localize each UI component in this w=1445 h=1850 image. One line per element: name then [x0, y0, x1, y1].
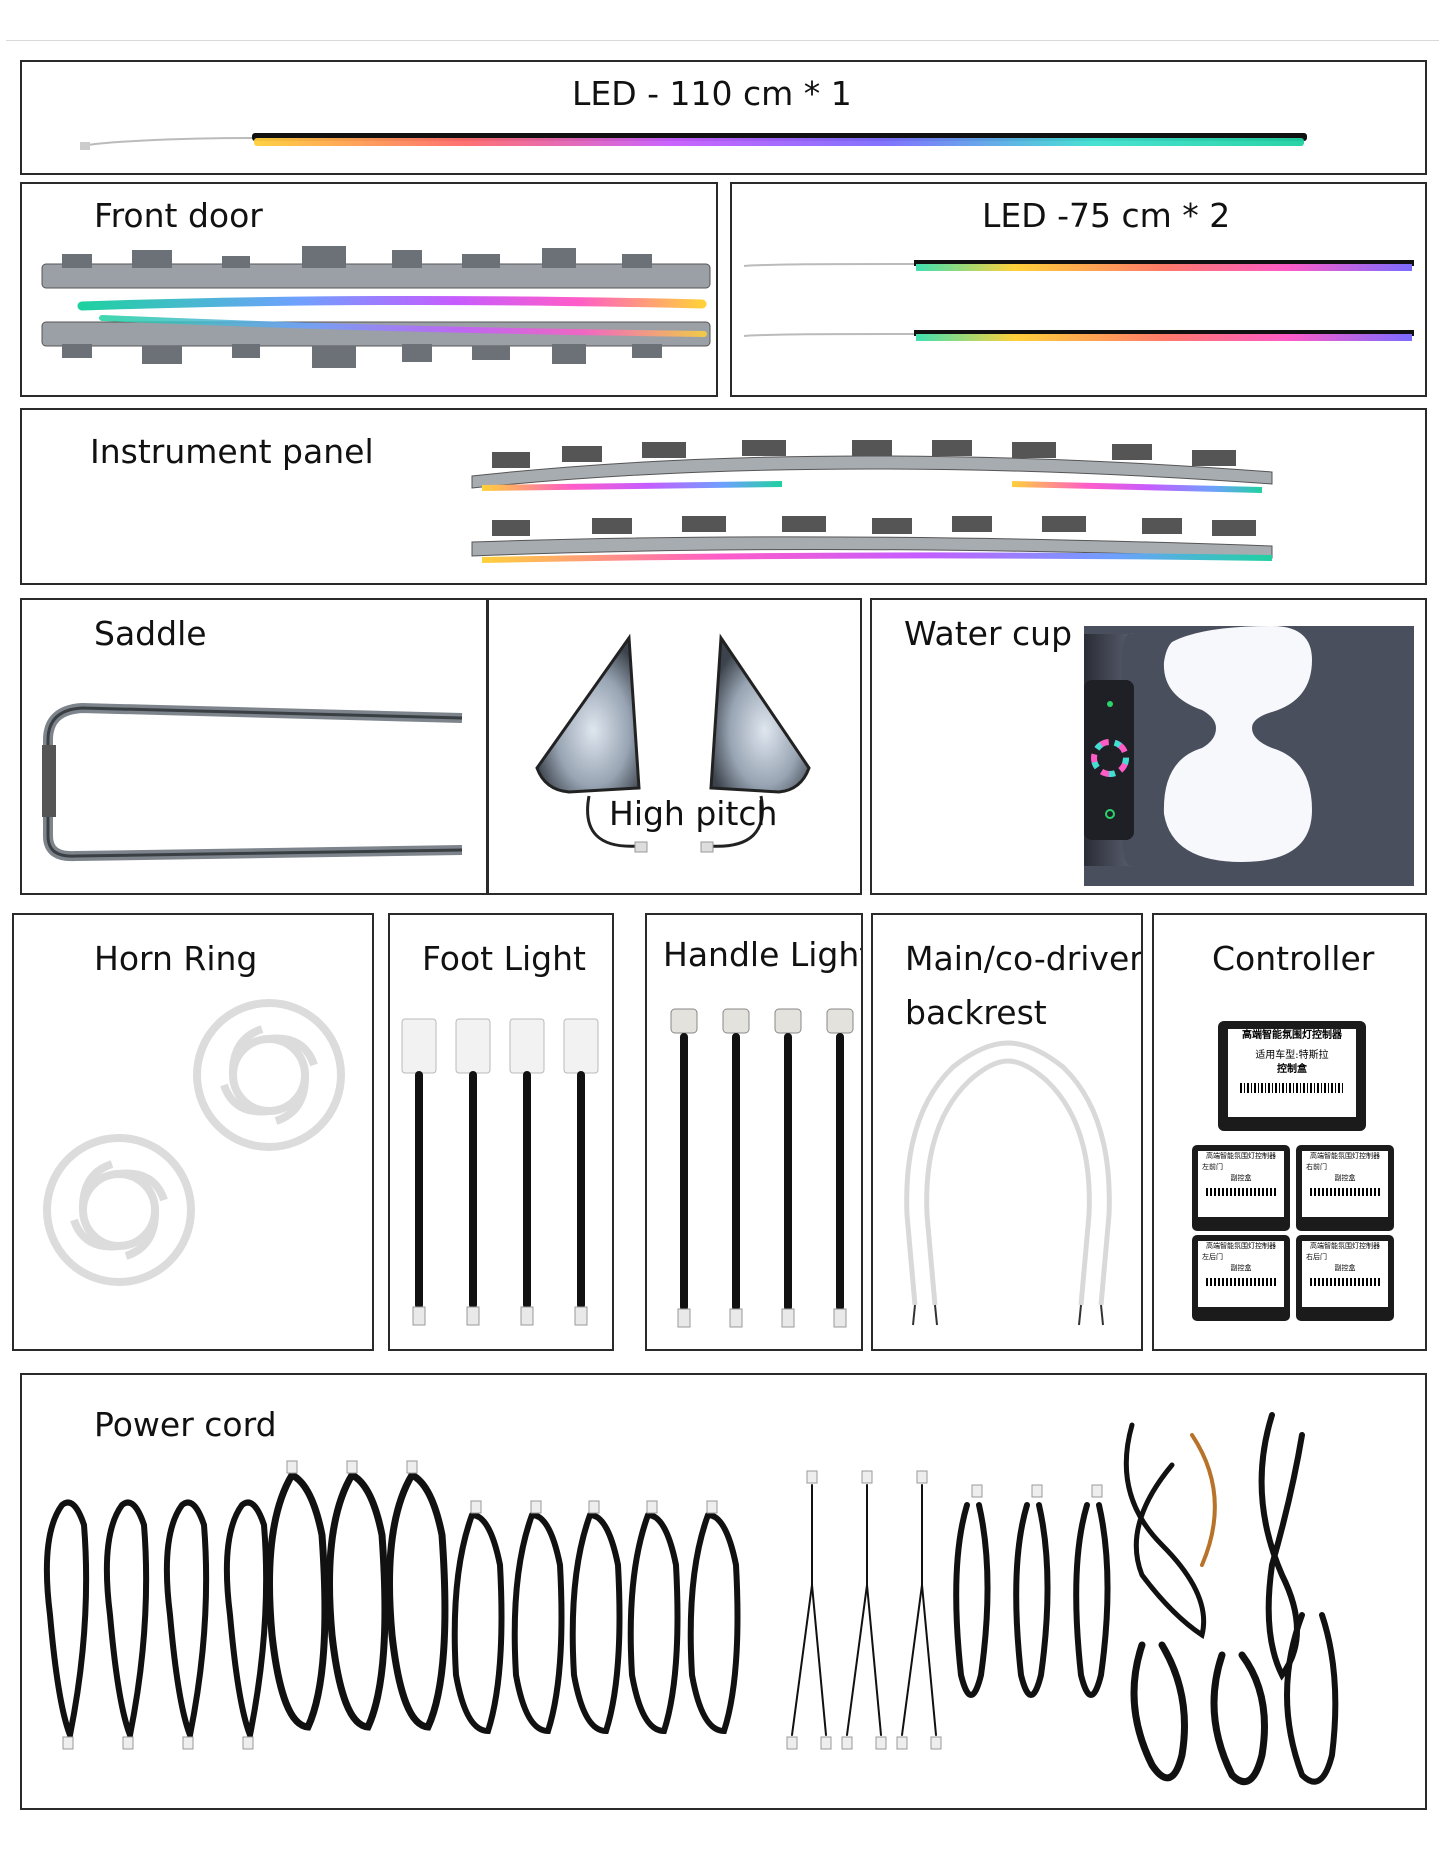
- panel-water-cup: Water cup: [870, 598, 1427, 895]
- power-cord-harnesses-image: [43, 1412, 1339, 1786]
- backrest-strip-image: [904, 1040, 1112, 1326]
- panel-title: Handle Light: [663, 935, 863, 974]
- panel-foot-light: Foot Light: [388, 913, 614, 1351]
- panel-title: LED - 110 cm * 1: [572, 74, 852, 113]
- panel-controller: Controller 高端智能氛围灯控制器 适用车型:特斯拉 控制盒 高端智能氛…: [1152, 913, 1427, 1351]
- foot-light-modules-image: [401, 1018, 599, 1326]
- label-line3: 副控盒: [1334, 1174, 1356, 1182]
- label-line1: 高端智能氛围灯控制器: [1206, 1152, 1276, 1160]
- panel-title: Water cup: [904, 614, 1073, 653]
- panel-led-110: LED - 110 cm * 1: [20, 60, 1427, 175]
- tweeter-speakers-image: [535, 633, 811, 853]
- panel-instrument: Instrument panel: [20, 408, 1427, 585]
- label-line2: 左前门: [1202, 1163, 1223, 1171]
- panel-title: Main/co-driver: [905, 939, 1143, 978]
- barcode: [1310, 1278, 1380, 1286]
- barcode: [1240, 1083, 1344, 1093]
- label-line2: 右后门: [1306, 1253, 1327, 1261]
- panel-title: Controller: [1212, 939, 1375, 978]
- label-line3: 副控盒: [1230, 1174, 1252, 1182]
- panel-title: LED -75 cm * 2: [982, 196, 1231, 235]
- sub-controller-box: 高端智能氛围灯控制器 左后门 副控盒: [1192, 1235, 1290, 1321]
- panel-power-cord: Power cord: [20, 1373, 1427, 1810]
- label-line3: 控制盒: [1277, 1064, 1307, 1075]
- panel-backrest: Main/co-driver backrest: [871, 913, 1143, 1351]
- top-divider: [6, 40, 1439, 41]
- sub-controller-box: 高端智能氛围灯控制器 左前门 副控盒: [1192, 1145, 1290, 1231]
- panel-front-door: Front door: [20, 182, 718, 397]
- panel-handle-light: Handle Light: [645, 913, 863, 1351]
- water-cup-holder-image: [1084, 626, 1414, 886]
- panel-title: Instrument panel: [90, 432, 374, 471]
- label-line2: 适用车型:特斯拉: [1255, 1050, 1329, 1061]
- label-line1: 高端智能氛围灯控制器: [1310, 1242, 1380, 1250]
- label-line1: 高端智能氛围灯控制器: [1206, 1242, 1276, 1250]
- label-line1: 高端智能氛围灯控制器: [1310, 1152, 1380, 1160]
- label-line2: 右前门: [1306, 1163, 1327, 1171]
- led-strip-75-image: [743, 260, 1414, 341]
- main-controller-box: 高端智能氛围灯控制器 适用车型:特斯拉 控制盒: [1218, 1021, 1366, 1131]
- panel-horn-ring: Horn Ring: [12, 913, 374, 1351]
- label-line1: 高端智能氛围灯控制器: [1242, 1030, 1342, 1041]
- horn-ring-image: [43, 999, 345, 1286]
- saddle-trim-image: [42, 702, 463, 862]
- panel-title-line2: backrest: [905, 993, 1047, 1032]
- barcode: [1206, 1278, 1276, 1286]
- barcode: [1206, 1188, 1276, 1196]
- label-line3: 副控盒: [1334, 1264, 1356, 1272]
- panel-led-75: LED -75 cm * 2: [730, 182, 1427, 397]
- panel-title: Power cord: [94, 1405, 277, 1444]
- panel-high-pitch: High pitch: [487, 598, 862, 895]
- panel-title: Saddle: [94, 614, 207, 653]
- panel-title: High pitch: [609, 794, 778, 833]
- label-line2: 左后门: [1202, 1253, 1223, 1261]
- panel-title: Horn Ring: [94, 939, 258, 978]
- instrument-panel-strips-image: [471, 440, 1273, 563]
- sub-controller-box: 高端智能氛围灯控制器 右前门 副控盒: [1296, 1145, 1394, 1231]
- panel-title: Front door: [94, 196, 263, 235]
- panel-title: Foot Light: [422, 939, 586, 978]
- barcode: [1310, 1188, 1380, 1196]
- handle-light-modules-image: [670, 1008, 854, 1328]
- led-strip-110-image: [80, 133, 1307, 150]
- label-line3: 副控盒: [1230, 1264, 1252, 1272]
- front-door-strips-image: [41, 246, 711, 368]
- panel-saddle: Saddle: [20, 598, 488, 895]
- sub-controller-box: 高端智能氛围灯控制器 右后门 副控盒: [1296, 1235, 1394, 1321]
